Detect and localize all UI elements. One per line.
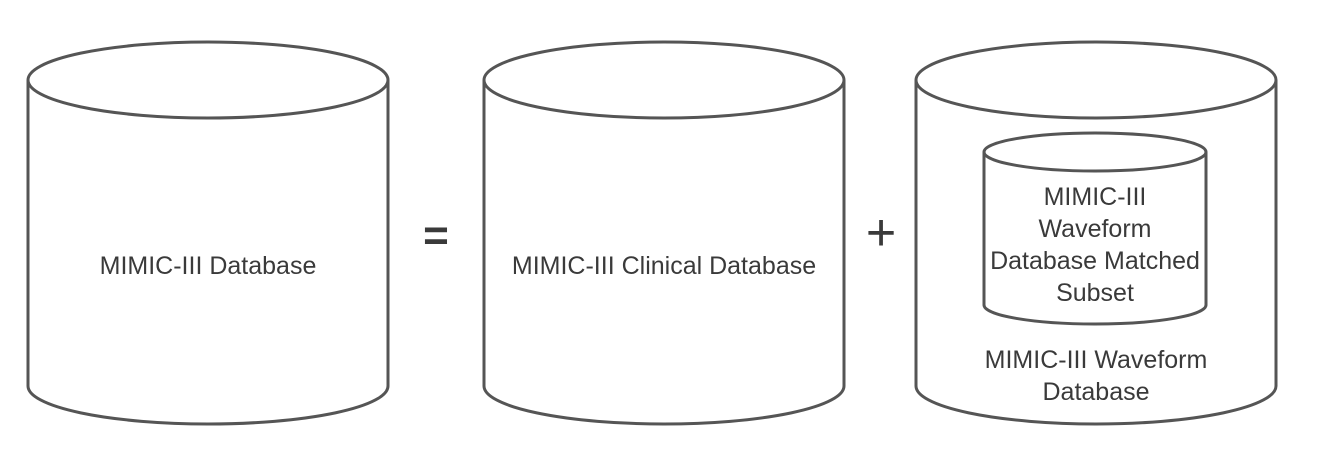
mimic-iii-waveform-matched-subset-label: MIMIC-III Waveform Database Matched Subs… <box>990 183 1200 307</box>
cylinder-mimic-iii-clinical-database <box>482 40 846 426</box>
cylinder-mimic-iii-waveform-matched-subset <box>982 131 1208 326</box>
mimic-iii-waveform-database-label: MIMIC-III Waveform Database <box>984 346 1208 406</box>
equals-operator: = <box>423 211 449 260</box>
mimic-iii-database-label: MIMIC-III Database <box>99 252 317 280</box>
plus-operator: + <box>865 204 897 262</box>
cylinder-mimic-iii-database <box>26 40 390 426</box>
mimic-iii-clinical-database-label: MIMIC-III Clinical Database <box>511 252 817 280</box>
